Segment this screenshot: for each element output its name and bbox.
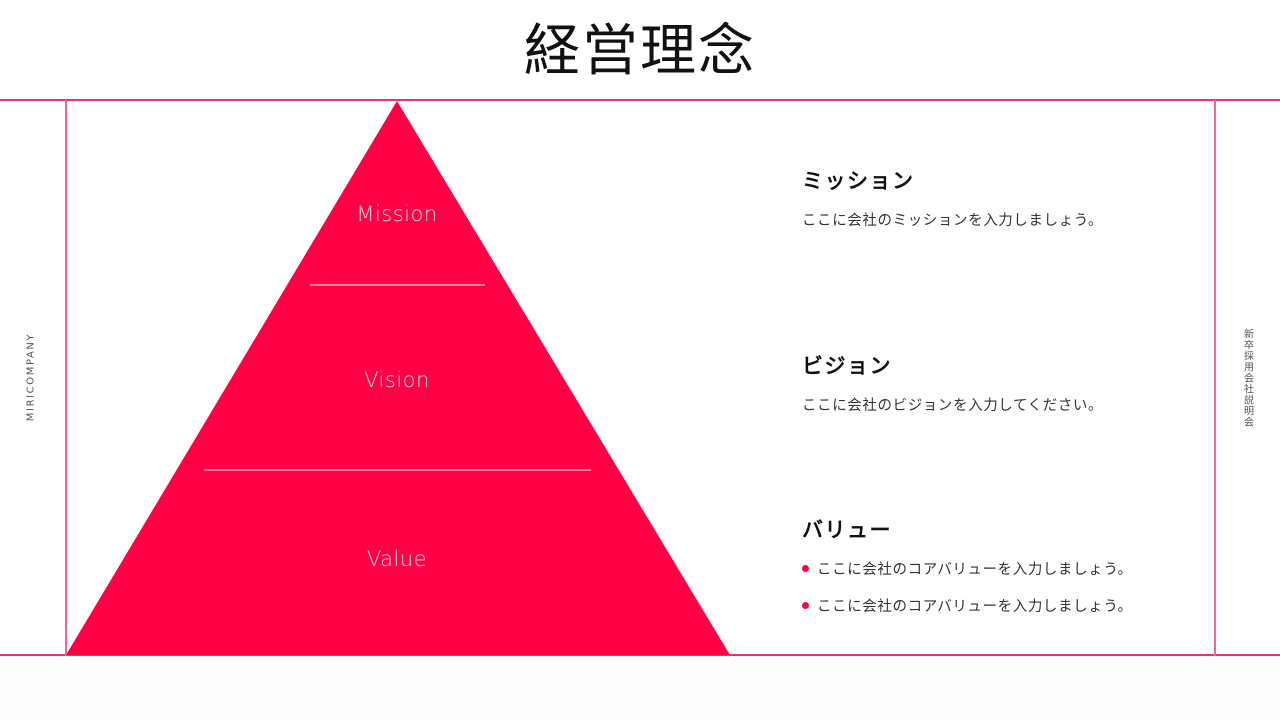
vision-section: ビジョン ここに会社のビジョンを入力してください。 xyxy=(802,350,1103,415)
value-bullet-text: ここに会社のコアバリューを入力しましょう。 xyxy=(817,599,1133,615)
mission-section: ミッション ここに会社のミッションを入力しましょう。 xyxy=(802,165,1103,230)
pyramid-shape xyxy=(66,101,730,655)
pyramid-tier-mission: Mission xyxy=(356,202,438,226)
event-name-label: 新卒採用会社説明会 xyxy=(1241,328,1253,428)
slide: 経営理念 MIRICOMPANY 新卒採用会社説明会 Mission Visio… xyxy=(0,19,1280,656)
value-bullet: ここに会社のコアバリューを入力しましょう。 xyxy=(802,558,1133,579)
pyramid-tier-vision: Vision xyxy=(364,368,430,392)
bullet-dot-icon xyxy=(802,565,809,572)
vision-title: ビジョン xyxy=(802,354,892,378)
mission-title: ミッション xyxy=(802,169,915,193)
right-frame-line xyxy=(1214,100,1216,656)
top-frame-line xyxy=(0,99,1280,101)
left-frame-line xyxy=(65,100,67,656)
bullet-dot-icon xyxy=(802,602,809,609)
mission-text: ここに会社のミッションを入力しましょう。 xyxy=(802,213,1104,229)
value-title: バリュー xyxy=(802,518,892,542)
slide-title: 経営理念 xyxy=(524,19,756,84)
pyramid-tier-value: Value xyxy=(366,547,428,571)
vision-text: ここに会社のビジョンを入力してください。 xyxy=(802,398,1104,414)
value-bullet-text: ここに会社のコアバリューを入力しましょう。 xyxy=(817,562,1133,578)
value-section: バリュー ここに会社のコアバリューを入力しましょう。 ここに会社のコアバリューを… xyxy=(802,514,1133,616)
value-bullet: ここに会社のコアバリューを入力しましょう。 xyxy=(802,595,1133,616)
